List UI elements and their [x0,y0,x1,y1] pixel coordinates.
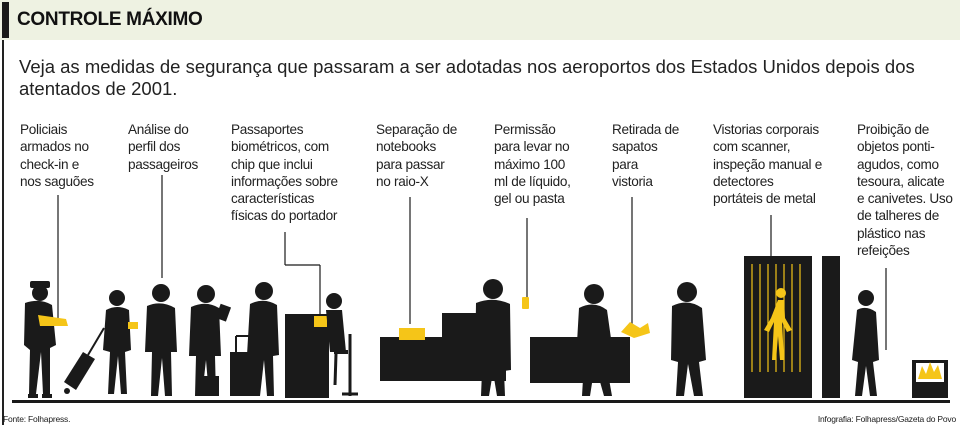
measure-label-shoes: Retirada de sapatos para vistoria [612,121,679,190]
knife-fork-bin-icon [912,360,948,398]
left-rule [2,40,4,425]
label-line: nos saguões [20,173,94,189]
label-line: inspeção manual e [713,156,823,172]
label-line: perfil dos [128,139,181,155]
label-line: Análise do [128,122,189,137]
label-line: tesoura, alicate [857,173,945,189]
police-officer-icon [24,281,68,398]
passenger-man-icon [852,290,879,396]
label-line: notebooks [376,139,437,155]
measure-label-sharp-objects: Proibição de objetos ponti- agudos, como… [857,121,953,259]
leader-lines [57,175,887,350]
label-line: gel ou pasta [494,191,565,207]
label-line: plástico nas [857,225,926,241]
label-line: agudos, como [857,156,939,172]
label-line: Passaportes [231,122,304,137]
liquid-bottle-icon [475,279,529,396]
measure-label-passport: Passaportes biométricos, com chip que in… [231,121,338,225]
header-accent-bar [2,2,9,38]
label-line: detectores [713,173,774,189]
label-line: com scanner, [713,139,791,155]
label-line: para passar [376,156,445,172]
page-subtitle: Veja as medidas de segurança que passara… [19,56,915,99]
passenger-woman-icon [671,282,706,396]
header-band [0,0,960,40]
label-line: no raio-X [376,173,429,189]
label-line: biométricos, com [231,139,329,155]
label-line: objetos ponti- [857,139,935,155]
measure-label-body-search: Vistorias corporais com scanner, inspeçã… [713,121,822,207]
floor-line [12,400,950,403]
label-line: check-in e [20,156,79,172]
label-line: vistoria [612,173,653,189]
label-line: Retirada de [612,122,679,137]
measure-label-liquids: Permissão para levar no máximo 100 ml de… [494,121,571,207]
label-line: características [231,191,315,207]
page-title: CONTROLE MÁXIMO [17,9,203,30]
label-line: sapatos [612,139,658,155]
label-line: Vistorias corporais [713,122,819,137]
label-line: passageiros [128,156,198,172]
label-line: chip que inclui [231,156,313,172]
label-line: informações sobre [231,173,338,189]
credit-note: Infografia: Folhapress/Gazeta do Povo [817,414,956,424]
measure-label-profile: Análise do perfil dos passageiros [128,121,198,173]
label-line: armados no [20,139,89,155]
label-line: Separação de [376,122,458,137]
passport-desk-icon [285,293,358,398]
label-line: máximo 100 [494,156,566,172]
source-note: Fonte: Folhapress. [3,414,71,424]
label-line: e canivetes. Uso [857,191,953,207]
passenger-silhouettes-icon [103,282,279,396]
label-line: de talheres de [857,208,939,224]
body-scanner-icon [744,256,840,398]
measure-label-police: Policiais armados no check-in e nos sagu… [20,121,94,190]
label-line: para levar no [494,139,570,155]
measure-label-notebooks: Separação de notebooks para passar no ra… [376,121,457,190]
label-line: refeições [857,243,910,259]
label-line: ml de líquido, [494,173,571,189]
label-line: Permissão [494,122,556,137]
label-line: Policiais [20,122,68,137]
shoes-icon [530,284,650,396]
label-line: físicas do portador [231,208,338,224]
label-line: para [612,156,639,172]
label-line: portáteis de metal [713,191,816,207]
suitcase-icon [64,327,105,394]
label-line: Proibição de [857,122,929,137]
